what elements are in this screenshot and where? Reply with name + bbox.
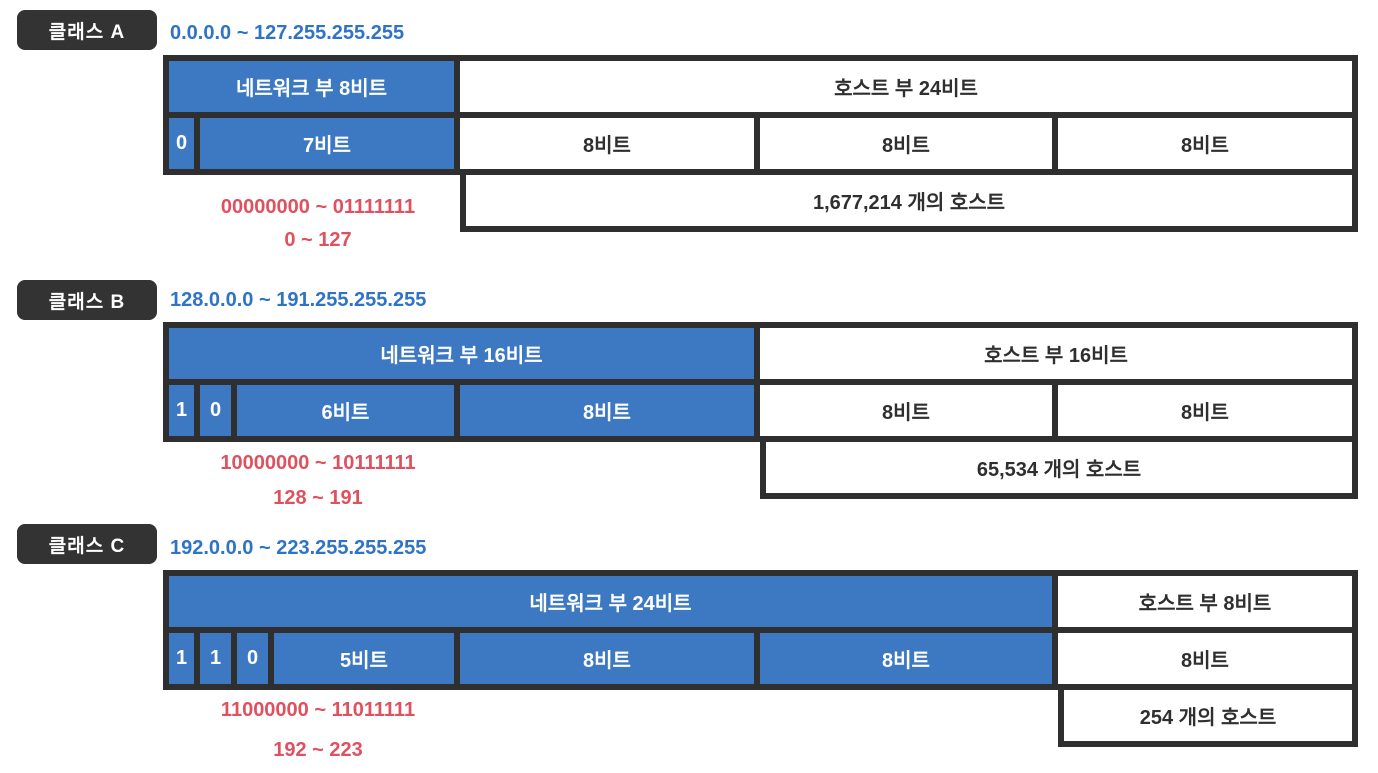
class-b-header-row: 네트워크 부 16비트 호스트 부 16비트 — [163, 322, 1358, 385]
class-c-leading-bit-cell: 0 — [237, 633, 274, 690]
class-c-network-bits-cell: 5비트 — [274, 633, 460, 690]
class-b-network-bits-cell: 6비트 — [237, 385, 460, 442]
class-c-bits-row: 1 1 0 5비트 8비트 8비트 8비트 — [163, 633, 1358, 690]
class-a-network-bits-cell: 7비트 — [200, 118, 460, 175]
class-b-host-cell: 호스트 부 16비트 — [760, 322, 1358, 385]
class-b-octet-cell: 8비트 — [760, 385, 1058, 442]
class-a-leading-bit-cell: 0 — [163, 118, 200, 175]
class-c-table: 네트워크 부 24비트 호스트 부 8비트 1 1 0 5비트 8비트 8비트 … — [163, 570, 1358, 747]
class-c-host-count-cell: 254 개의 호스트 — [1058, 690, 1358, 747]
class-a-octet-cell: 8비트 — [760, 118, 1058, 175]
class-c-ip-range: 192.0.0.0 ~ 223.255.255.255 — [170, 537, 427, 559]
class-b-bits-row: 1 0 6비트 8비트 8비트 8비트 — [163, 385, 1358, 442]
class-b-octet-cell: 8비트 — [1058, 385, 1358, 442]
class-a-host-cell: 호스트 부 24비트 — [460, 55, 1358, 118]
class-c-badge: 클래스 C — [17, 524, 157, 564]
class-a-host-count-row: 1,677,214 개의 호스트 — [163, 175, 1358, 232]
class-a-octet-cell: 8비트 — [1058, 118, 1358, 175]
class-b-decimal-range: 128 ~ 191 — [273, 487, 363, 509]
class-b-badge: 클래스 B — [17, 280, 157, 320]
class-b-host-count-row: 65,534 개의 호스트 — [163, 442, 1358, 499]
class-c-host-count-row: 254 개의 호스트 — [163, 690, 1358, 747]
class-c-octet-cell: 8비트 — [1058, 633, 1358, 690]
class-b-leading-bit-cell: 0 — [200, 385, 237, 442]
class-a-table: 네트워크 부 8비트 호스트 부 24비트 0 7비트 8비트 8비트 8비트 … — [163, 55, 1358, 232]
class-c-network-cell: 네트워크 부 24비트 — [163, 570, 1058, 633]
class-a-decimal-range: 0 ~ 127 — [284, 229, 352, 251]
class-b-octet-cell: 8비트 — [460, 385, 760, 442]
class-c-octet-cell: 8비트 — [760, 633, 1058, 690]
class-b-table: 네트워크 부 16비트 호스트 부 16비트 1 0 6비트 8비트 8비트 8… — [163, 322, 1358, 499]
class-a-octet-cell: 8비트 — [460, 118, 760, 175]
class-a-bits-row: 0 7비트 8비트 8비트 8비트 — [163, 118, 1358, 175]
class-c-leading-bit-cell: 1 — [200, 633, 237, 690]
class-a-network-cell: 네트워크 부 8비트 — [163, 55, 460, 118]
class-a-host-count-cell: 1,677,214 개의 호스트 — [460, 175, 1358, 232]
class-b-network-cell: 네트워크 부 16비트 — [163, 322, 760, 385]
class-a-ip-range: 0.0.0.0 ~ 127.255.255.255 — [170, 22, 405, 44]
class-b-host-count-cell: 65,534 개의 호스트 — [760, 442, 1358, 499]
class-a-binary-range: 00000000 ~ 01111111 — [220, 196, 416, 218]
class-b-ip-range: 128.0.0.0 ~ 191.255.255.255 — [170, 289, 427, 311]
class-c-decimal-range: 192 ~ 223 — [273, 739, 363, 761]
class-a-badge: 클래스 A — [17, 10, 157, 50]
class-b-leading-bit-cell: 1 — [163, 385, 200, 442]
class-c-octet-cell: 8비트 — [460, 633, 760, 690]
class-c-host-cell: 호스트 부 8비트 — [1058, 570, 1358, 633]
class-c-header-row: 네트워크 부 24비트 호스트 부 8비트 — [163, 570, 1358, 633]
class-a-header-row: 네트워크 부 8비트 호스트 부 24비트 — [163, 55, 1358, 118]
class-c-leading-bit-cell: 1 — [163, 633, 200, 690]
class-b-binary-range: 10000000 ~ 10111111 — [220, 452, 416, 474]
class-c-binary-range: 11000000 ~ 11011111 — [220, 699, 416, 721]
